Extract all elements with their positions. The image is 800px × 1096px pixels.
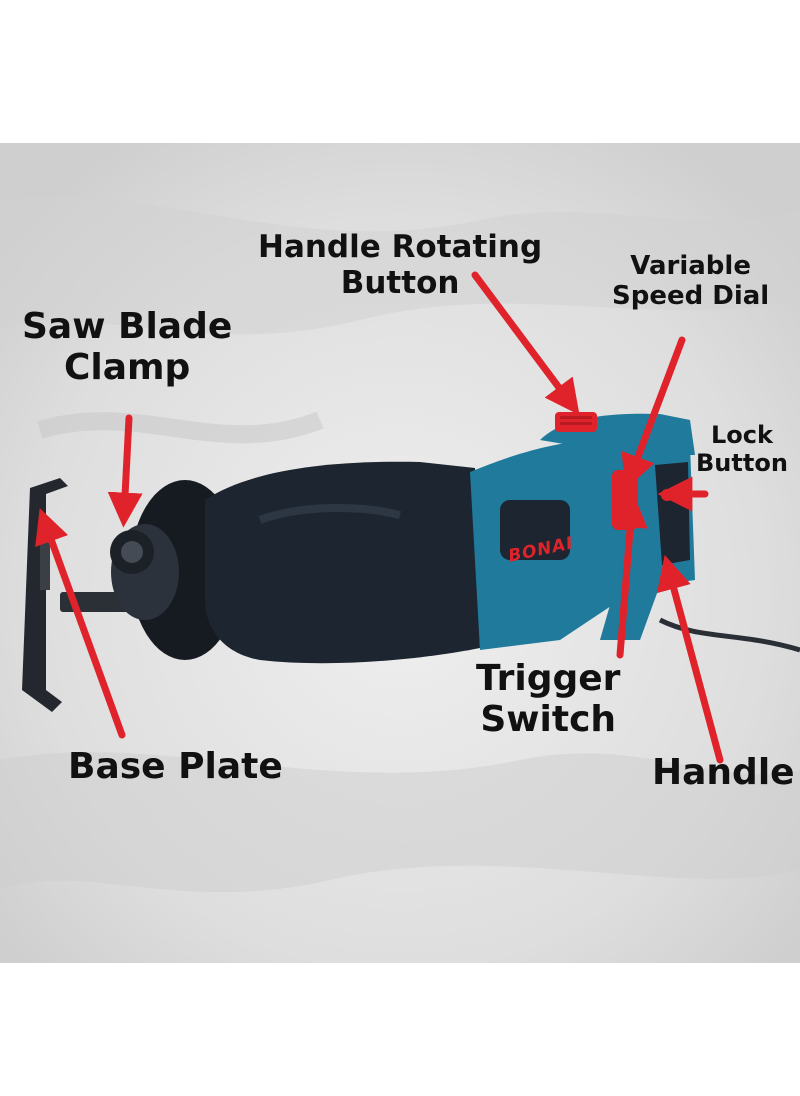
label-base-plate: Base Plate: [68, 746, 283, 787]
arrow-handle: [656, 554, 724, 764]
callout-arrows: [35, 271, 724, 764]
label-saw-blade-clamp: Saw Blade Clamp: [22, 306, 233, 389]
arrow-trigger-switch: [612, 492, 648, 659]
label-lock-button: Lock Button: [696, 421, 788, 477]
label-handle-rotating-button: Handle Rotating Button: [258, 229, 543, 301]
label-trigger-switch: Trigger Switch: [476, 658, 621, 741]
arrow-base-plate: [35, 508, 126, 739]
arrow-saw-blade-clamp: [107, 414, 143, 528]
rubber-grip: [205, 461, 480, 664]
arrow-variable-speed-dial: [621, 336, 686, 490]
power-cord: [658, 617, 800, 653]
label-handle: Handle: [652, 752, 795, 793]
base-plate-shape: [22, 478, 68, 712]
label-variable-speed-dial: Variable Speed Dial: [612, 251, 770, 311]
arrow-handle-rotating-button: [471, 271, 580, 416]
